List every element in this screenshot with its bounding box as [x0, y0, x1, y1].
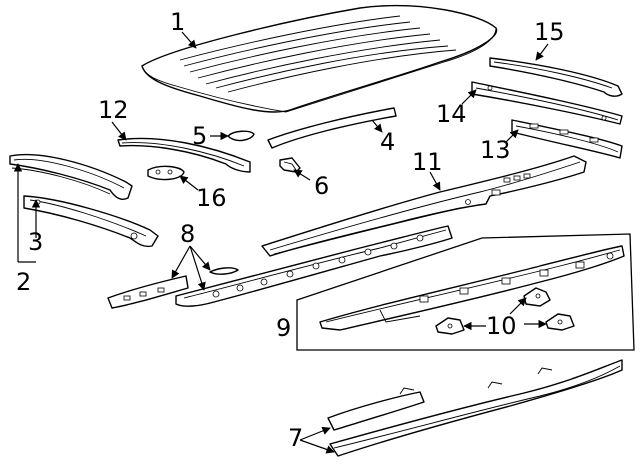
- roof-panel-part: [141, 5, 498, 113]
- callout-5: 5: [192, 122, 207, 150]
- leader-lines: [13, 31, 549, 454]
- bracket-set-part: [435, 287, 575, 335]
- roof-bow-strip-part: [267, 107, 397, 149]
- callout-12: 12: [98, 96, 129, 124]
- callout-11: 11: [412, 148, 443, 176]
- callout-4: 4: [380, 128, 395, 156]
- rear-roof-bow-part: [471, 81, 623, 125]
- reinforcement-part: [147, 165, 185, 181]
- bracket-part: [279, 157, 301, 173]
- callout-3: 3: [28, 228, 43, 256]
- callout-1: 1: [170, 8, 185, 36]
- side-sill-part: [327, 359, 623, 457]
- callout-9: 9: [276, 314, 291, 342]
- callout-14: 14: [436, 100, 467, 128]
- side-rail-reinforcement-part: [107, 225, 453, 309]
- rear-header-part: [489, 57, 623, 97]
- callout-8: 8: [180, 220, 195, 248]
- callout-16: 16: [196, 184, 227, 212]
- callout-7: 7: [288, 424, 303, 452]
- callout-10: 10: [486, 312, 517, 340]
- roof-bow-part: [511, 119, 623, 159]
- callout-labels: 1 2 3 4 5 6 7 8 9 10 11 12 13 14 15 16: [16, 8, 565, 452]
- clip-part: [227, 130, 255, 142]
- roof-side-rail-part: [261, 155, 587, 257]
- callout-15: 15: [534, 18, 565, 46]
- windshield-header-part: [9, 153, 133, 200]
- callout-6: 6: [314, 172, 329, 200]
- callout-2: 2: [16, 268, 31, 296]
- header-panel-part: [23, 195, 159, 248]
- callout-13: 13: [480, 136, 511, 164]
- front-roof-bow-part: [117, 137, 251, 173]
- inset-box: [296, 233, 635, 351]
